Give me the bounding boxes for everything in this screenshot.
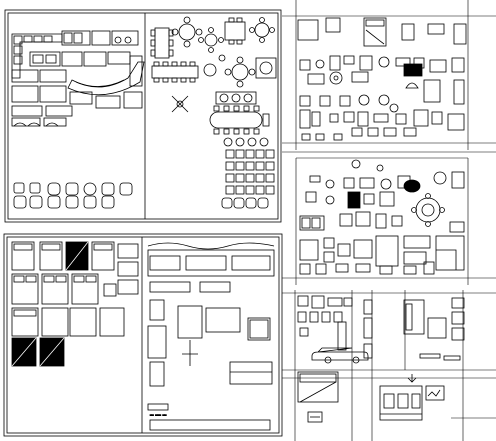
panel-bath-car-blocks: [297, 295, 373, 423]
furniture-icons-cluster: [299, 55, 465, 141]
panel-dining-tables-blocks: [150, 16, 277, 209]
panel-sofa-elevations: [403, 297, 465, 361]
panel-living-office-icons: [299, 159, 465, 275]
panel-living-room-blocks: [4, 9, 282, 223]
title-block: ▬▬ ▬▬▬ ▬▬: [150, 413, 166, 417]
car-block: [311, 347, 369, 361]
grid-lines: [282, 0, 496, 441]
panel-bedroom-blocks: ▬▬ ▬▬▬ ▬▬: [3, 233, 283, 437]
panel-bedroom-icons-grid: [297, 17, 467, 141]
chair-cluster: [221, 137, 275, 209]
panel-elevation-details: [379, 374, 445, 421]
armchair-row: [13, 182, 133, 209]
